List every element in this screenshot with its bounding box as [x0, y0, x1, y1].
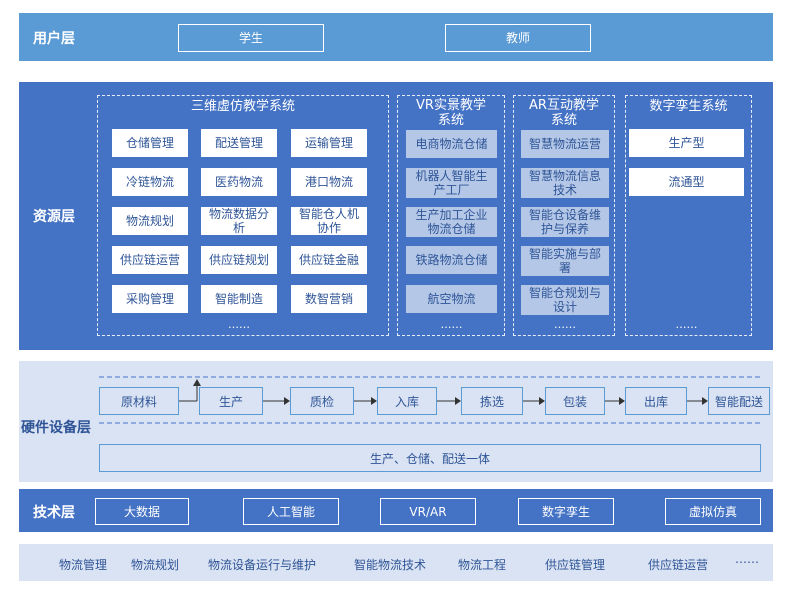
course-item[interactable]: 物流规划: [131, 558, 180, 572]
twin-item[interactable]: 生产型: [629, 129, 744, 157]
course-item[interactable]: 供应链管理: [545, 558, 606, 572]
vr-system-panel: VR实景教学系统 电商物流仓储 机器人智能生产工厂 生产加工企业物流仓储 铁路物…: [397, 95, 505, 336]
sim-item[interactable]: 智能仓人机协作: [291, 207, 367, 235]
ar-item[interactable]: 智能仓设备维护与保养: [521, 207, 609, 237]
vr-item[interactable]: 生产加工企业物流仓储: [406, 207, 497, 237]
sim-item[interactable]: 采购管理: [112, 285, 188, 313]
sim-item[interactable]: 数智营销: [291, 285, 367, 313]
course-item[interactable]: 物流工程: [458, 558, 507, 572]
flow-step-picking[interactable]: 拣选: [461, 387, 523, 415]
user-layer-label: 用户层: [33, 31, 75, 47]
sim-item[interactable]: 仓储管理: [112, 129, 188, 157]
course-band: 物流管理 物流规划 物流设备运行与维护 智能物流技术 物流工程 供应链管理 供应…: [19, 544, 773, 581]
user-layer: 用户层 学生 教师: [19, 13, 773, 61]
vr-item[interactable]: 铁路物流仓储: [406, 246, 497, 274]
ar-item[interactable]: 智能实施与部署: [521, 246, 609, 276]
vr-item[interactable]: 航空物流: [406, 285, 497, 313]
flow-step-raw-material[interactable]: 原材料: [99, 387, 179, 415]
sim-more: ……: [228, 318, 250, 331]
resource-layer-label: 资源层: [33, 209, 75, 225]
twin-system-panel: 数字孪生系统 生产型 流通型 ……: [625, 95, 752, 336]
course-item[interactable]: 物流管理: [59, 558, 108, 572]
sim-item[interactable]: 物流规划: [112, 207, 188, 235]
vr-more: ……: [440, 318, 463, 331]
integrated-process-box[interactable]: 生产、仓储、配送一体: [99, 444, 761, 472]
flow-step-production[interactable]: 生产: [199, 387, 263, 415]
flow-step-inbound[interactable]: 入库: [377, 387, 437, 415]
twin-system-title: 数字孪生系统: [649, 99, 728, 114]
ar-item[interactable]: 智能仓规划与设计: [521, 285, 609, 315]
flow-step-quality-check[interactable]: 质检: [290, 387, 354, 415]
vr-item[interactable]: 电商物流仓储: [406, 130, 497, 158]
hardware-layer-label: 硬件设备层: [21, 420, 91, 436]
ar-item[interactable]: 智慧物流信息技术: [521, 168, 609, 198]
vr-item[interactable]: 机器人智能生产工厂: [406, 168, 497, 198]
hardware-layer: 硬件设备层 原材料 生产 质检 入库 拣选 包装 出库 智能配送 生产、仓储、配…: [19, 361, 773, 482]
twin-more: ……: [675, 318, 698, 331]
course-item[interactable]: 智能物流技术: [354, 558, 427, 572]
course-more: ……: [735, 552, 759, 566]
resource-layer: 资源层 三维虚仿教学系统 仓储管理 配送管理 运输管理 冷链物流 医药物流 港口…: [19, 82, 773, 350]
sim-item[interactable]: 运输管理: [291, 129, 367, 157]
sim-system-title: 三维虚仿教学系统: [190, 99, 295, 114]
sim-item[interactable]: 智能制造: [201, 285, 277, 313]
tech-vr-ar-button[interactable]: VR/AR: [380, 498, 476, 525]
sim-item[interactable]: 物流数据分析: [201, 207, 277, 235]
course-item[interactable]: 物流设备运行与维护: [208, 558, 317, 572]
ar-item[interactable]: 智慧物流运营: [521, 130, 609, 158]
sim-item[interactable]: 供应链规划: [201, 246, 277, 274]
tech-ai-button[interactable]: 人工智能: [243, 498, 339, 525]
ar-system-panel: AR互动教学系统 智慧物流运营 智慧物流信息技术 智能仓设备维护与保养 智能实施…: [513, 95, 615, 336]
tech-layer-label: 技术层: [33, 505, 75, 521]
flow-step-outbound[interactable]: 出库: [625, 387, 687, 415]
tech-layer: 技术层 大数据 人工智能 VR/AR 数字孪生 虚拟仿真: [19, 489, 773, 532]
user-teacher-button[interactable]: 教师: [445, 24, 591, 52]
flow-step-smart-delivery[interactable]: 智能配送: [708, 387, 770, 415]
sim-item[interactable]: 港口物流: [291, 168, 367, 196]
sim-item[interactable]: 供应链运营: [112, 246, 188, 274]
user-student-button[interactable]: 学生: [178, 24, 324, 52]
tech-digital-twin-button[interactable]: 数字孪生: [518, 498, 614, 525]
ar-system-title: AR互动教学系统: [529, 98, 599, 128]
sim-item[interactable]: 配送管理: [201, 129, 277, 157]
tech-big-data-button[interactable]: 大数据: [95, 498, 189, 525]
twin-item[interactable]: 流通型: [629, 168, 744, 196]
process-flow-lines: [99, 376, 763, 424]
vr-system-title: VR实景教学系统: [416, 98, 486, 128]
ar-more: ……: [554, 318, 576, 331]
sim-system-panel: 三维虚仿教学系统 仓储管理 配送管理 运输管理 冷链物流 医药物流 港口物流 物…: [97, 95, 389, 336]
flow-step-packing[interactable]: 包装: [545, 387, 605, 415]
tech-virtual-sim-button[interactable]: 虚拟仿真: [665, 498, 761, 525]
course-item[interactable]: 供应链运营: [648, 558, 709, 572]
sim-item[interactable]: 供应链金融: [291, 246, 367, 274]
sim-item[interactable]: 医药物流: [201, 168, 277, 196]
sim-item[interactable]: 冷链物流: [112, 168, 188, 196]
